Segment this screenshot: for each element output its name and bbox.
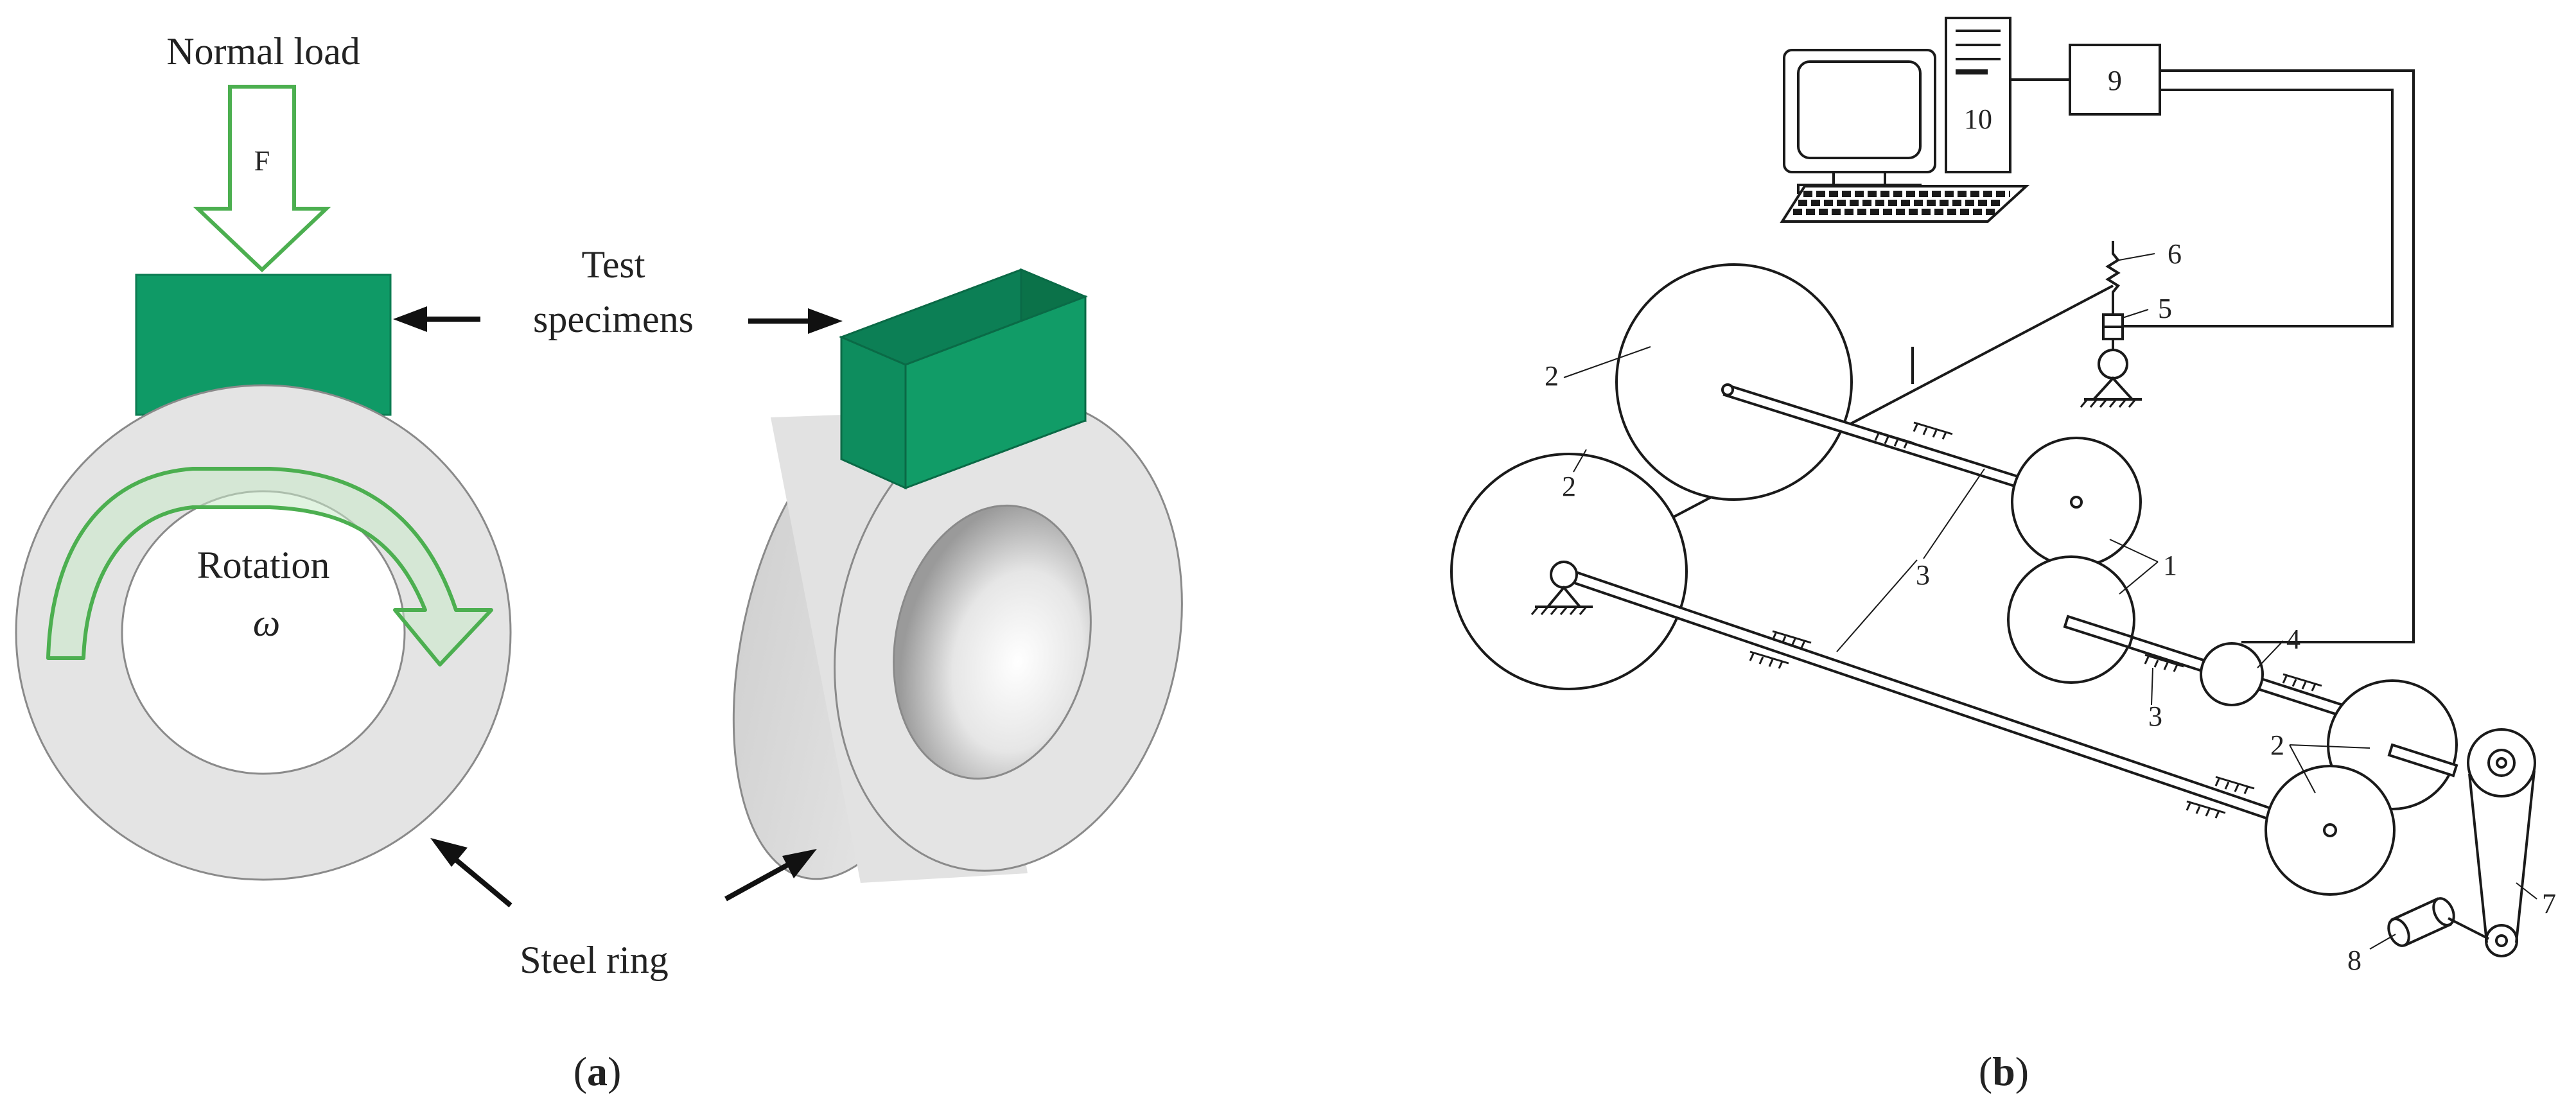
steel-ring-label: Steel ring — [520, 939, 669, 981]
label-5: 5 — [2158, 293, 2172, 324]
force-arrow — [193, 85, 331, 273]
arrow-to-iso-ring — [724, 849, 817, 902]
test-specimens-label-line1: Test — [581, 243, 645, 286]
arrow-to-iso-specimen — [748, 308, 843, 334]
motor-8 — [2387, 897, 2489, 947]
panel-a: Normal load F Rotation ω Test specimens — [15, 30, 1183, 1094]
label-9: 9 — [2108, 65, 2122, 96]
label-2-upper: 2 — [1545, 360, 1559, 392]
label-7: 7 — [2542, 888, 2556, 920]
label-3-main: 3 — [1916, 559, 1930, 591]
pivot-5 — [2098, 349, 2128, 379]
amplifier-box-9 — [2069, 44, 2161, 116]
belt-left — [2468, 773, 2488, 943]
omega-label: ω — [253, 602, 280, 644]
steel-ring-isometric — [732, 399, 1183, 883]
label-10: 10 — [1964, 103, 1992, 135]
label-2-right: 2 — [2270, 729, 2284, 761]
arrow-to-front-specimen — [393, 306, 480, 332]
caption-a: (a) — [574, 1049, 622, 1094]
label-8: 8 — [2347, 945, 2361, 976]
label-1: 1 — [2163, 550, 2177, 581]
wire-9-to-4 — [2160, 69, 2415, 643]
label-2-left: 2 — [1562, 471, 1576, 502]
arrow-to-front-ring — [430, 838, 513, 908]
panel-b: 10 9 6 5 — [1450, 17, 2556, 1094]
torque-sensor-4 — [2200, 642, 2264, 706]
ring-hole-isometric — [893, 504, 1092, 780]
normal-load-label: Normal load — [166, 30, 360, 73]
wheel-right-lower — [2265, 765, 2396, 896]
label-3-small: 3 — [2148, 701, 2162, 732]
test-specimens-label-line2: specimens — [533, 298, 694, 340]
belt-right — [2515, 770, 2536, 943]
rotation-arrow — [46, 467, 493, 667]
wire-9-to-5 — [2119, 89, 2394, 327]
caption-b: (b) — [1979, 1049, 2029, 1094]
leader-lines — [1563, 346, 2537, 950]
spring-6 — [2105, 241, 2121, 302]
label-4: 4 — [2286, 623, 2300, 655]
force-label: F — [254, 145, 270, 177]
specimen-isometric — [838, 268, 1089, 490]
shaft-lower — [1565, 568, 2279, 823]
pulley-upper — [2467, 728, 2536, 798]
rotation-label: Rotation — [197, 544, 330, 586]
pulley-lower — [2485, 924, 2518, 957]
bearings — [1749, 421, 2322, 819]
test-disc-upper — [2011, 437, 2142, 568]
pivot-left — [1550, 561, 1578, 589]
label-6: 6 — [2168, 238, 2182, 270]
large-wheel-upper — [1615, 263, 1853, 501]
computer — [1780, 17, 2030, 223]
